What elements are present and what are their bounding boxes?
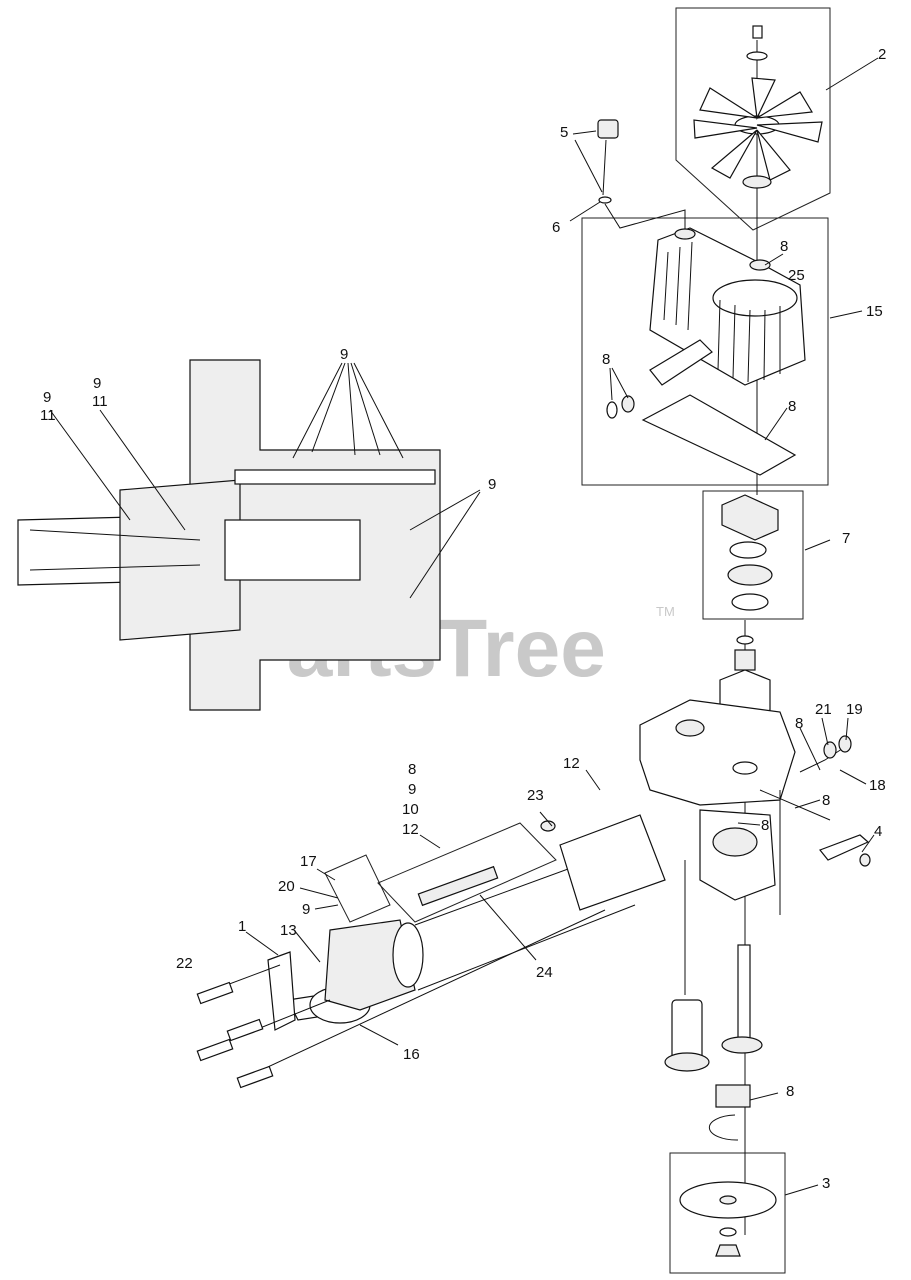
valve-kit-box: [377, 822, 557, 923]
filler-cap: [597, 119, 686, 230]
callout-9: 9: [43, 389, 51, 406]
callout-9: 9: [93, 375, 101, 392]
callout-9: 9: [408, 781, 416, 798]
callout-8: 8: [408, 761, 416, 778]
callout-15: 15: [866, 303, 883, 320]
callout-8: 8: [795, 715, 803, 732]
housing-group-box: [581, 217, 829, 486]
callout-2: 2: [878, 46, 886, 63]
callout-9: 9: [340, 346, 348, 363]
output-shaft-assembly: [664, 944, 777, 1257]
pulley-group-box: [669, 1152, 786, 1274]
callout-13: 13: [280, 922, 297, 939]
callout-25: 25: [788, 267, 805, 284]
callout-24: 24: [536, 964, 553, 981]
callout-17: 17: [300, 853, 317, 870]
callout-8: 8: [786, 1083, 794, 1100]
callout-7: 7: [842, 530, 850, 547]
control-arm-parts: [759, 735, 871, 867]
fan-group-box: [675, 7, 831, 231]
housing-cover: [606, 227, 806, 476]
cooling-fan: [693, 25, 823, 189]
callout-20: 20: [278, 878, 295, 895]
callout-3: 3: [822, 1175, 830, 1192]
callout-21: 21: [815, 701, 832, 718]
watermark-trademark: TM: [656, 604, 675, 619]
callout-8: 8: [602, 351, 610, 368]
callout-16: 16: [403, 1046, 420, 1063]
callout-9: 9: [302, 901, 310, 918]
callout-11: 11: [40, 407, 56, 424]
callout-8: 8: [780, 238, 788, 255]
callout-19: 19: [846, 701, 863, 718]
callout-5: 5: [560, 124, 568, 141]
center-section: [639, 635, 796, 995]
callout-11: 11: [92, 393, 108, 410]
callout-8: 8: [761, 817, 769, 834]
cross-section-view: [17, 359, 441, 711]
callout-4: 4: [874, 823, 882, 840]
callout-10: 10: [402, 801, 419, 818]
horizontal-pump-assembly: [196, 814, 666, 1089]
callout-12: 12: [563, 755, 580, 772]
callout-9: 9: [488, 476, 496, 493]
callout-6: 6: [552, 219, 560, 236]
callout-8: 8: [788, 398, 796, 415]
callout-22: 22: [176, 955, 193, 972]
small-kit-box: [324, 854, 391, 923]
bearing-group-box: [702, 490, 804, 620]
callout-1: 1: [238, 918, 246, 935]
callout-12: 12: [402, 821, 419, 838]
leader-lines: [49, 57, 879, 1196]
callout-23: 23: [527, 787, 544, 804]
bearing-stack: [721, 494, 779, 611]
callout-18: 18: [869, 777, 886, 794]
callout-labels: 2 5 6 8 25 15 8 8 7 9 9 11 9 11 9 8 21 1…: [40, 46, 886, 1192]
callout-8: 8: [822, 792, 830, 809]
